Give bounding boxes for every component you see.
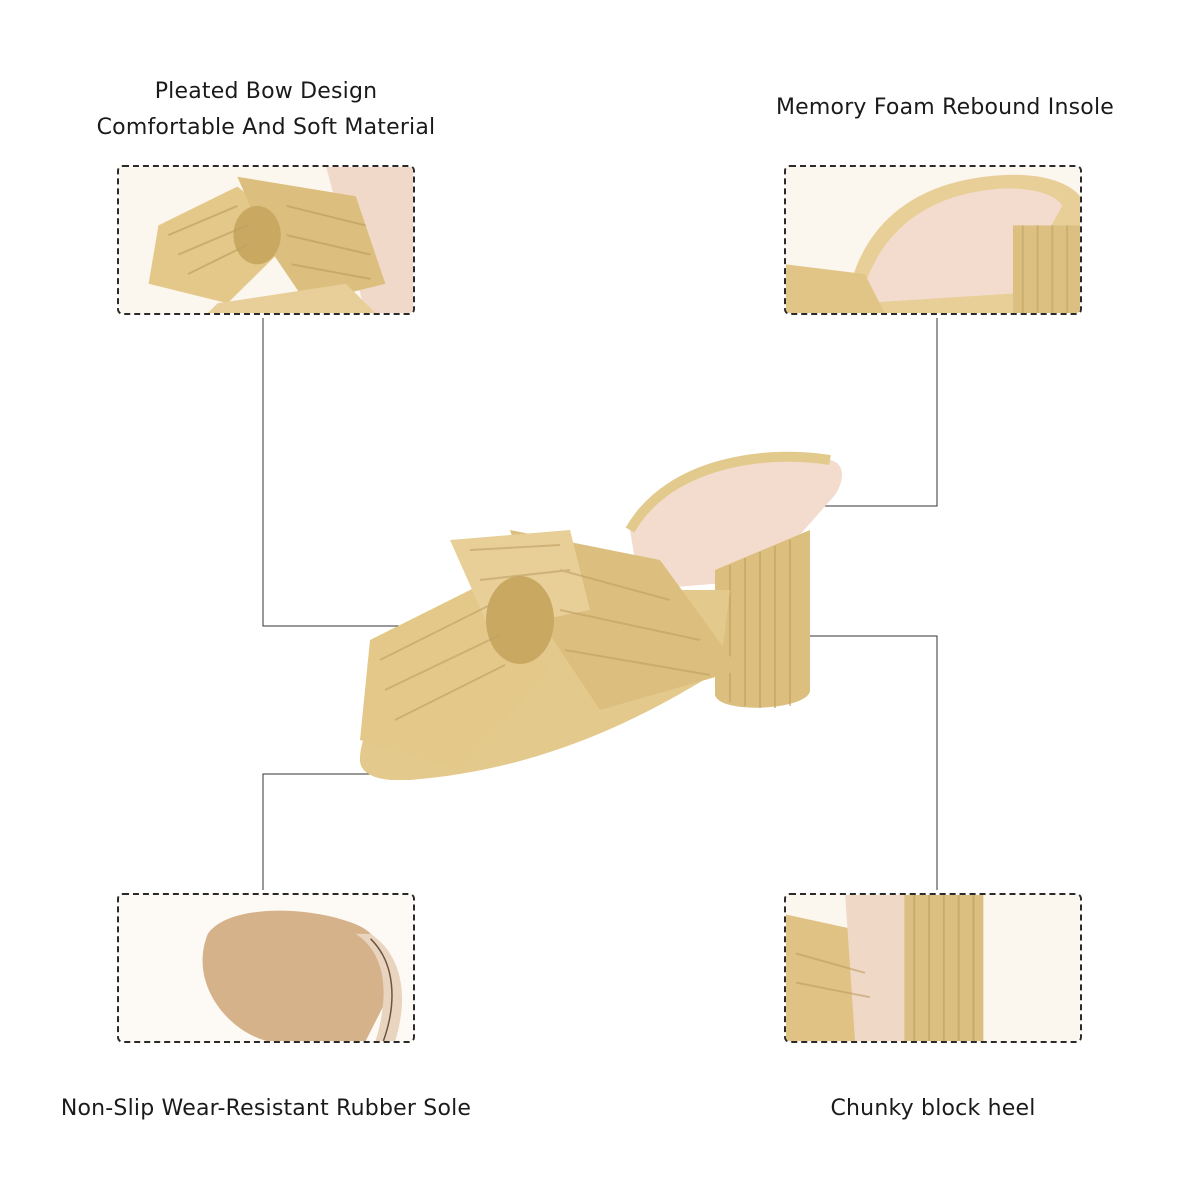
bow-feature-line1: Pleated Bow Design	[154, 79, 378, 104]
bow-detail-image	[117, 165, 415, 315]
insole-detail-image	[784, 165, 1082, 315]
sole-leader-line	[262, 773, 410, 890]
sole-feature-text: Non-Slip Wear-Resistant Rubber Sole	[60, 1096, 472, 1121]
sandal-product-image	[360, 451, 842, 780]
sole-detail-image	[117, 893, 415, 1043]
heel-detail-image	[784, 893, 1082, 1043]
bow-feature-label: Pleated Bow Design Comfortable And Soft …	[66, 74, 466, 146]
insole-feature-text: Memory Foam Rebound Insole	[775, 95, 1114, 120]
heel-leader-line	[760, 635, 938, 890]
heel-feature-label: Chunky block heel	[733, 1091, 1133, 1127]
insole-feature-label: Memory Foam Rebound Insole	[745, 90, 1145, 126]
bow-feature-line2: Comfortable And Soft Material	[96, 115, 436, 140]
heel-feature-text: Chunky block heel	[830, 1096, 1036, 1121]
sole-feature-label: Non-Slip Wear-Resistant Rubber Sole	[16, 1091, 516, 1127]
